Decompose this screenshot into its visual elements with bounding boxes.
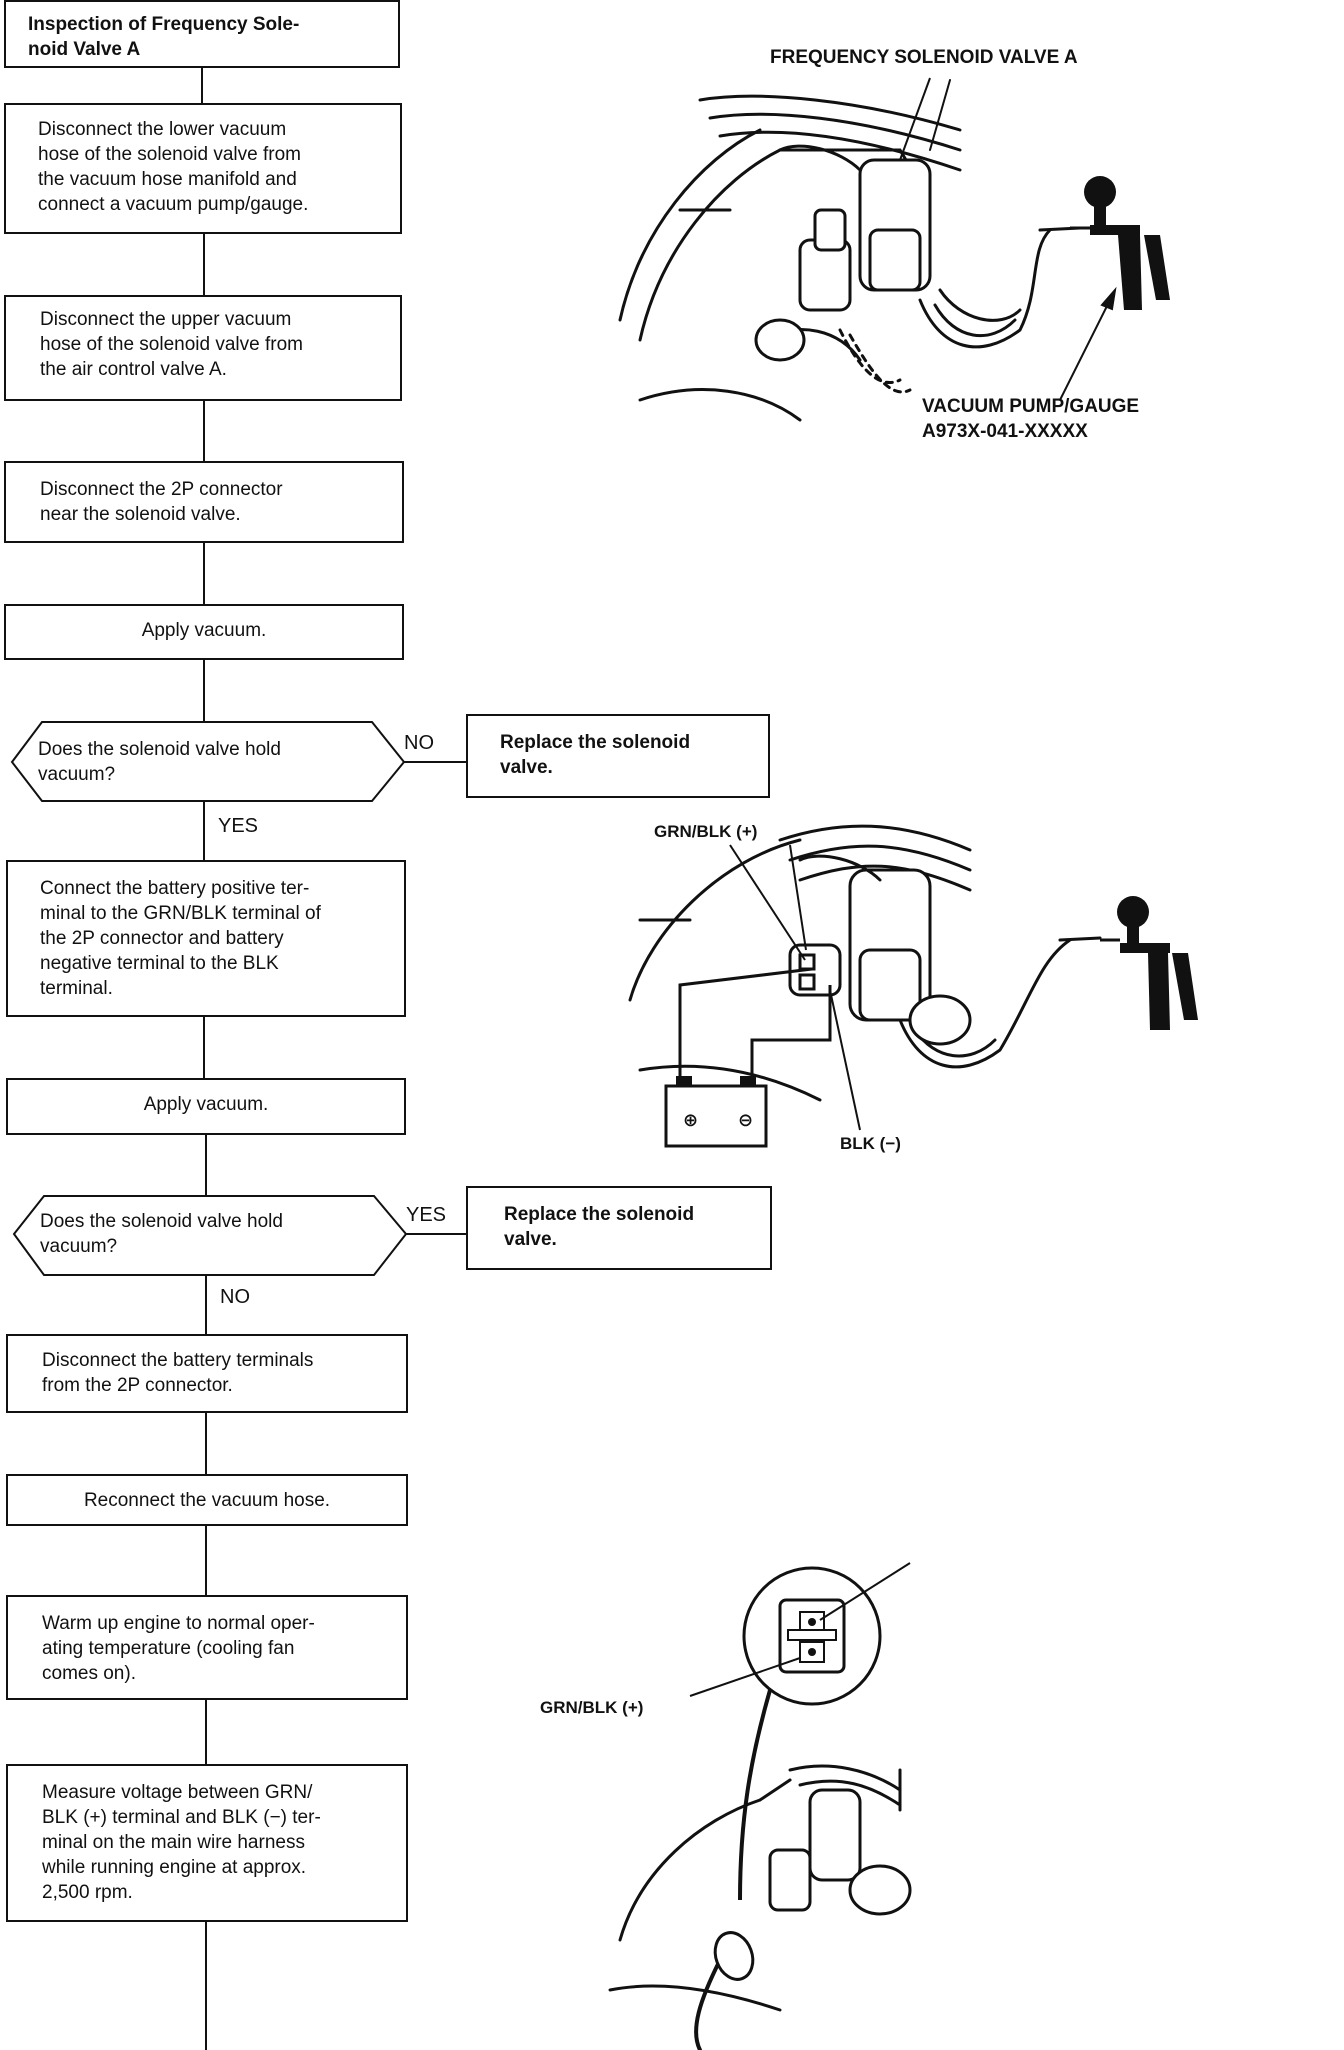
label-grn-blk-positive-1: GRN/BLK (+) [654,822,758,841]
decision-diamond-2 [12,1195,408,1276]
label-grn-blk-positive-2: GRN/BLK (+) [540,1698,644,1717]
label-vacuum-pump-gauge: VACUUM PUMP/GAUGE [922,396,1140,417]
positive-wire [678,967,813,1090]
step-connect-battery: Connect the battery positive ter- minal … [6,860,406,1017]
step-text: Disconnect the lower vacuum hose of the … [38,119,309,215]
vacuum-gauge-dial [1084,176,1116,208]
decision-1-text: Does the solenoid valve hold vacuum? [38,739,281,785]
negative-wire [750,985,832,1090]
battery-icon [664,1076,768,1148]
decision-1-no-label: NO [404,732,434,754]
flowchart-title-box: Inspection of Frequency Sole- noid Valve… [4,0,400,68]
decision-2-yes-label: YES [406,1204,447,1226]
step-disconnect-lower-hose: Disconnect the lower vacuum hose of the … [4,103,402,234]
step-text: Apply vacuum. [143,1094,269,1115]
step-reconnect-hose: Reconnect the vacuum hose. [6,1474,408,1526]
label-blk-negative: BLK (−) [840,1134,901,1153]
decision-2-text: Does the solenoid valve hold vacuum? [40,1211,283,1257]
decision-2-no-label: NO [220,1286,250,1308]
pump-leader-line [1059,289,1116,401]
step-warm-up-engine: Warm up engine to normal oper- ating tem… [6,1595,408,1700]
step-text: Disconnect the battery terminals from th… [42,1350,314,1396]
battery-positive-symbol: ⊕ [683,1110,699,1130]
step-measure-voltage: Measure voltage between GRN/ BLK (+) ter… [6,1764,408,1922]
step-text: Disconnect the 2P connector near the sol… [40,479,283,525]
label-pump-part-number: A973X-041-XXXXX [922,421,1088,442]
step-disconnect-2p-connector: Disconnect the 2P connector near the sol… [4,461,404,543]
outcome-replace-valve-2: Replace the solenoid valve. [466,1186,772,1270]
label-frequency-solenoid-valve: FREQUENCY SOLENOID VALVE A [770,47,1078,68]
step-text: Disconnect the upper vacuum hose of the … [40,309,303,380]
decision-diamond-1 [10,721,406,802]
harness-plug-icon [713,1931,755,1981]
step-apply-vacuum-1: Apply vacuum. [4,604,404,660]
flowchart-title: Inspection of Frequency Sole- noid Valve… [28,14,300,60]
step-text: Warm up engine to normal oper- ating tem… [42,1613,315,1684]
step-text: Connect the battery positive ter- minal … [40,878,321,999]
vacuum-pump-handle [1118,235,1142,310]
step-apply-vacuum-2: Apply vacuum. [6,1078,406,1135]
outcome-text: Replace the solenoid valve. [500,732,691,778]
step-text: Reconnect the vacuum hose. [83,1490,331,1511]
outcome-text: Replace the solenoid valve. [504,1204,695,1250]
connector-detail-callout [742,1566,882,1706]
step-text: Measure voltage between GRN/ BLK (+) ter… [42,1782,321,1903]
step-text: Apply vacuum. [141,620,267,641]
step-disconnect-battery: Disconnect the battery terminals from th… [6,1334,408,1413]
battery-negative-symbol: ⊖ [738,1110,754,1130]
valve-leader-line [899,77,931,161]
step-disconnect-upper-hose: Disconnect the upper vacuum hose of the … [4,295,402,401]
decision-1-yes-label: YES [218,815,259,837]
outcome-replace-valve-1: Replace the solenoid valve. [466,714,770,798]
